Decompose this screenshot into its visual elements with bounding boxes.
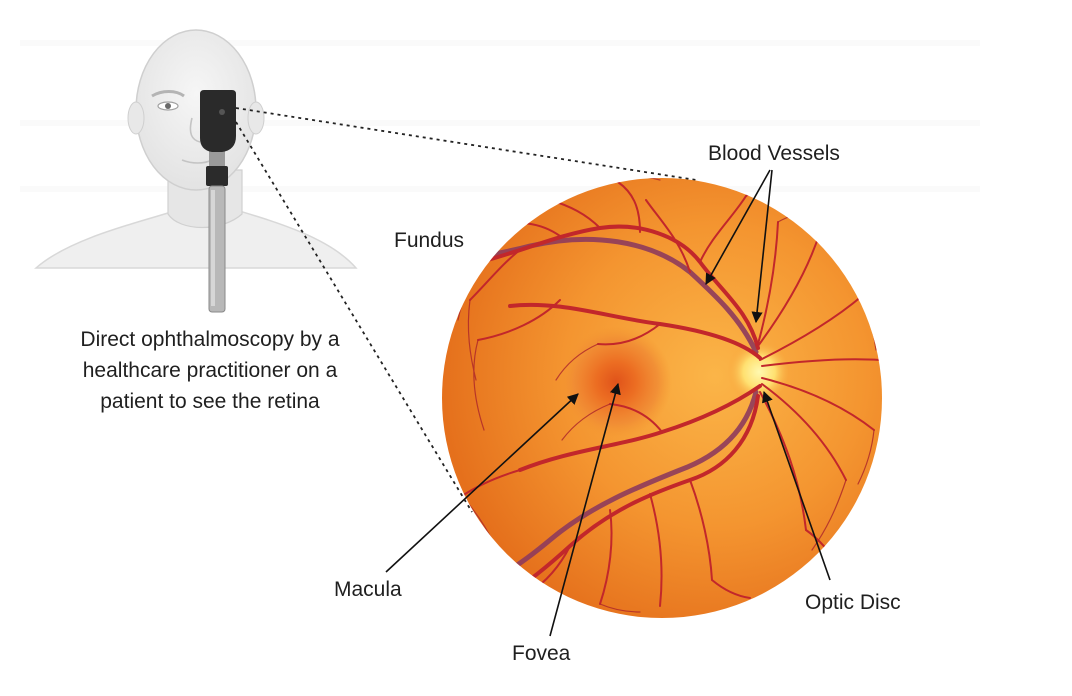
caption-line-2: healthcare practitioner on a xyxy=(82,359,338,382)
arrow-optic-disc xyxy=(762,390,831,581)
arrow-blood-vessels-2 xyxy=(751,169,773,324)
ophthalmoscope-icon xyxy=(200,90,236,313)
caption: Direct ophthalmoscopy by a healthcare pr… xyxy=(40,324,380,417)
label-blood-vessels: Blood Vessels xyxy=(708,142,840,165)
arrow-fovea xyxy=(549,382,621,637)
caption-line-1: Direct ophthalmoscopy by a xyxy=(80,328,340,351)
label-fundus: Fundus xyxy=(394,229,465,252)
retina-fundus-icon xyxy=(442,178,882,618)
label-arrows xyxy=(385,169,831,637)
patient-head-icon xyxy=(34,29,358,269)
sight-lines xyxy=(235,107,697,513)
label-fovea: Fovea xyxy=(512,642,571,665)
optic-disc-region xyxy=(724,340,788,404)
caption-line-3: patient to see the retina xyxy=(100,390,320,413)
background-stripes xyxy=(20,40,980,192)
arrow-macula xyxy=(385,393,579,573)
label-optic-disc: Optic Disc xyxy=(805,591,901,614)
arrow-blood-vessels-1 xyxy=(705,169,771,285)
label-macula: Macula xyxy=(334,578,402,601)
macula-region xyxy=(560,326,672,438)
